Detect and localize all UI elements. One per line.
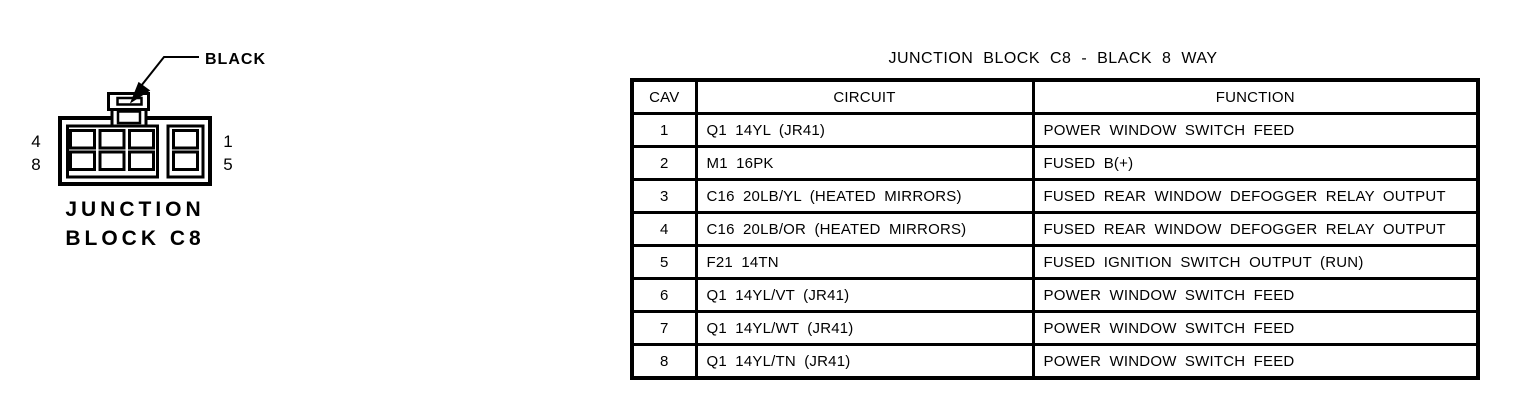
table-row: 3 C16 20LB/YL (HEATED MIRRORS) FUSED REA… <box>630 178 1480 214</box>
table-row: 7 Q1 14YL/WT (JR41) POWER WINDOW SWITCH … <box>630 310 1480 346</box>
cell-circuit: C16 20LB/YL (HEATED MIRRORS) <box>694 178 1035 214</box>
cell-function: FUSED REAR WINDOW DEFOGGER RELAY OUTPUT <box>1031 178 1480 214</box>
cavity <box>98 150 126 171</box>
cell-circuit: Q1 14YL (JR41) <box>694 112 1035 148</box>
cell-function: POWER WINDOW SWITCH FEED <box>1031 310 1480 346</box>
cell-function: FUSED B(+) <box>1031 145 1480 181</box>
cavity <box>69 129 96 150</box>
cell-cav: 2 <box>630 145 698 181</box>
table-row: 4 C16 20LB/OR (HEATED MIRRORS) FUSED REA… <box>630 211 1480 247</box>
cell-circuit: F21 14TN <box>694 244 1035 280</box>
table-row: 6 Q1 14YL/VT (JR41) POWER WINDOW SWITCH … <box>630 277 1480 313</box>
cavity <box>128 129 155 150</box>
pinout-table: CAV CIRCUIT FUNCTION 1 Q1 14YL (JR41) PO… <box>630 78 1480 380</box>
cavity <box>69 150 96 171</box>
cell-function: POWER WINDOW SWITCH FEED <box>1031 343 1480 380</box>
cavity <box>172 129 199 150</box>
header-circuit: CIRCUIT <box>694 78 1035 115</box>
table-row: 1 Q1 14YL (JR41) POWER WINDOW SWITCH FEE… <box>630 112 1480 148</box>
cavity <box>98 129 126 150</box>
table-header-row: CAV CIRCUIT FUNCTION <box>630 78 1480 115</box>
header-cav: CAV <box>630 78 698 115</box>
black-leader-arrow <box>129 56 199 104</box>
table-row: 2 M1 16PK FUSED B(+) <box>630 145 1480 181</box>
connector-caption-line2: BLOCK C8 <box>65 227 204 250</box>
cell-cav: 8 <box>630 343 698 380</box>
connector-body <box>58 92 212 186</box>
cell-circuit: Q1 14YL/VT (JR41) <box>694 277 1035 313</box>
pin-label-5: 5 <box>223 155 232 174</box>
junction-block-connector-diagram: BLACK 4 8 1 5 JUNCTION BLOCK C8 <box>31 51 266 250</box>
cell-cav: 5 <box>630 244 698 280</box>
cell-function: POWER WINDOW SWITCH FEED <box>1031 277 1480 313</box>
cell-circuit: M1 16PK <box>694 145 1035 181</box>
arrowhead-icon <box>129 81 151 104</box>
pin-label-1: 1 <box>223 132 232 151</box>
cavity <box>128 150 155 171</box>
table-title: JUNCTION BLOCK C8 - BLACK 8 WAY <box>888 50 1218 67</box>
latch-neck-slot <box>116 110 142 125</box>
cell-function: POWER WINDOW SWITCH FEED <box>1031 112 1480 148</box>
cell-cav: 7 <box>630 310 698 346</box>
header-function: FUNCTION <box>1031 78 1480 115</box>
cell-circuit: C16 20LB/OR (HEATED MIRRORS) <box>694 211 1035 247</box>
cell-function: FUSED REAR WINDOW DEFOGGER RELAY OUTPUT <box>1031 211 1480 247</box>
connector-color-label: BLACK <box>205 51 266 68</box>
pin-label-4: 4 <box>31 132 40 151</box>
table-row: 8 Q1 14YL/TN (JR41) POWER WINDOW SWITCH … <box>630 343 1480 380</box>
cell-cav: 1 <box>630 112 698 148</box>
cell-cav: 3 <box>630 178 698 214</box>
cell-cav: 4 <box>630 211 698 247</box>
cell-function: FUSED IGNITION SWITCH OUTPUT (RUN) <box>1031 244 1480 280</box>
latch-tab-slot <box>116 96 143 106</box>
pin-label-8: 8 <box>31 155 40 174</box>
cavity <box>172 150 199 171</box>
table-row: 5 F21 14TN FUSED IGNITION SWITCH OUTPUT … <box>630 244 1480 280</box>
connector-caption-line1: JUNCTION <box>65 198 204 221</box>
cell-circuit: Q1 14YL/WT (JR41) <box>694 310 1035 346</box>
cell-circuit: Q1 14YL/TN (JR41) <box>694 343 1035 380</box>
cell-cav: 6 <box>630 277 698 313</box>
